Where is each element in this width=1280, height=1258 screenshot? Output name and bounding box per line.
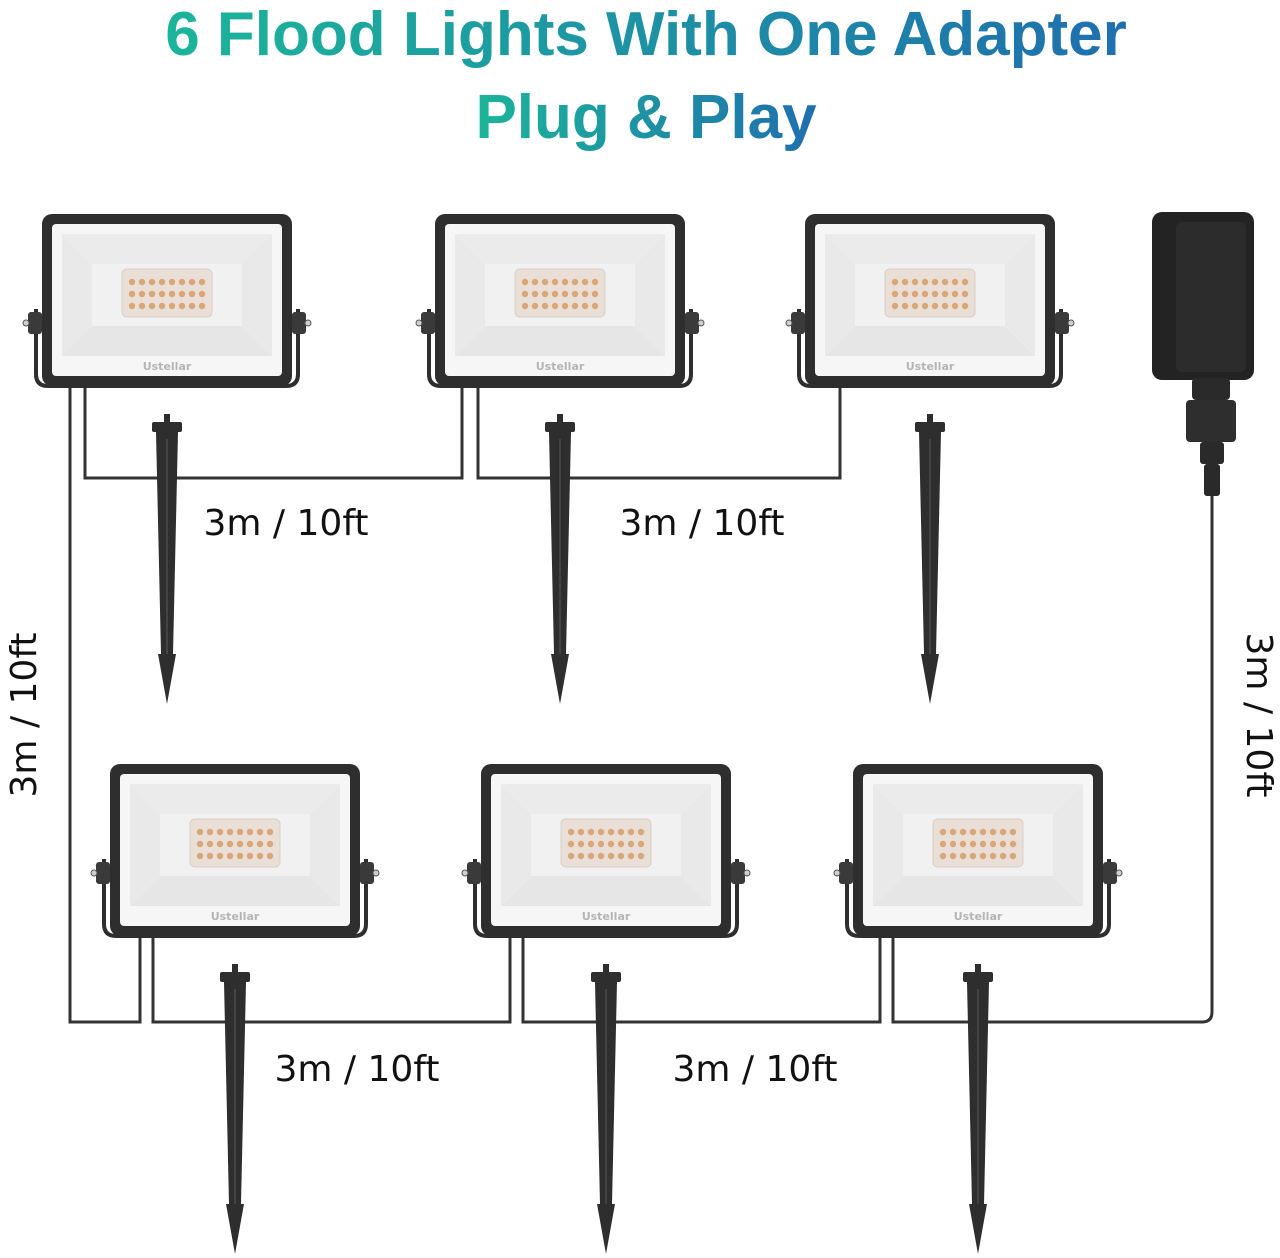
light-brand-label: Ustellar (211, 910, 260, 923)
cable-label-bottom-right: 3m / 10ft (673, 1049, 838, 1090)
title-line-1: 6 Flood Lights With One Adapter (165, 0, 1127, 69)
headline: 6 Flood Lights With One Adapter Plug & P… (165, 0, 1127, 152)
light-brand-label: Ustellar (954, 910, 1003, 923)
cable-label-bottom-left: 3m / 10ft (275, 1049, 440, 1090)
cable-label-top-left: 3m / 10ft (204, 503, 369, 544)
flood-light-2: Ustellar (414, 212, 706, 706)
flood-light-5: Ustellar (460, 762, 752, 1256)
flood-light-6: Ustellar (832, 762, 1124, 1256)
flood-light-3: Ustellar (784, 212, 1076, 706)
flood-light-4: Ustellar (89, 762, 381, 1256)
light-brand-label: Ustellar (143, 360, 192, 373)
light-brand-label: Ustellar (582, 910, 631, 923)
power-adapter-icon (1152, 212, 1254, 496)
cables (68, 388, 1214, 1024)
light-brand-label: Ustellar (906, 360, 955, 373)
cable-label-left-vertical: 3m / 10ft (4, 633, 45, 798)
light-brand-label: Ustellar (536, 360, 585, 373)
cable-label-right-vertical: 3m / 10ft (1238, 633, 1279, 798)
cable-label-top-right: 3m / 10ft (620, 503, 785, 544)
title-line-2: Plug & Play (475, 83, 817, 152)
flood-light-1: Ustellar (21, 212, 313, 706)
